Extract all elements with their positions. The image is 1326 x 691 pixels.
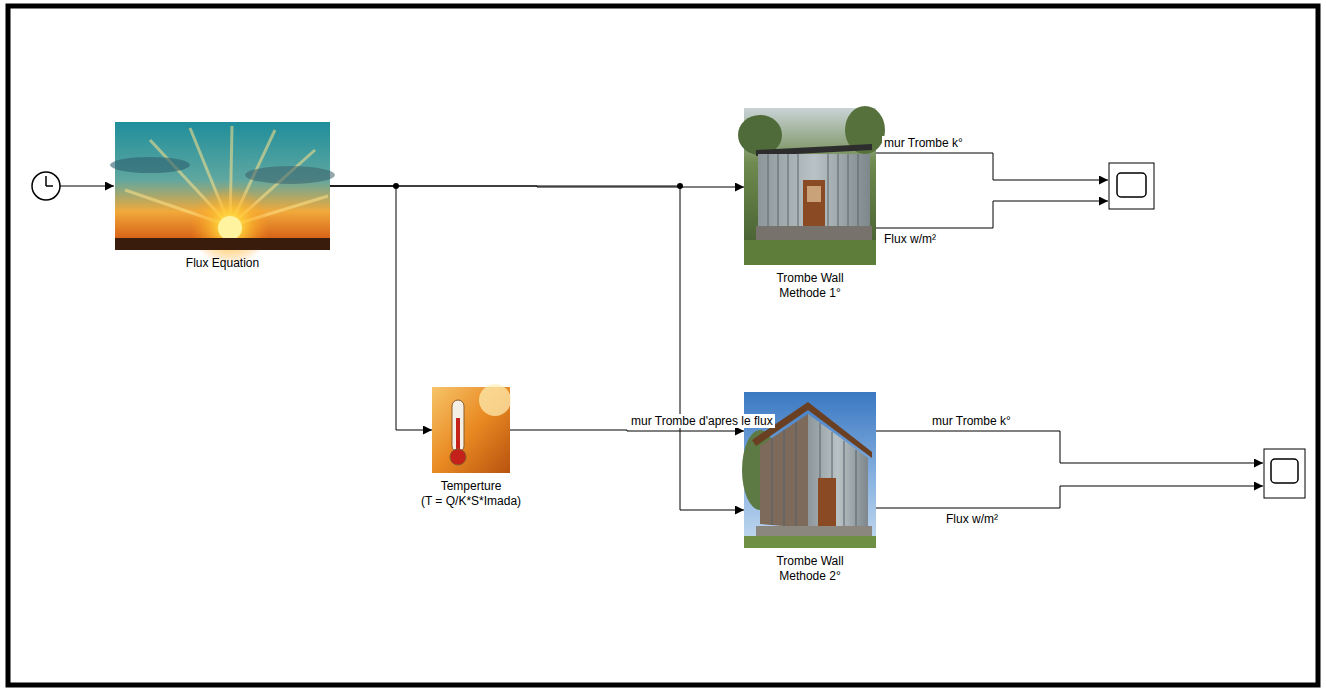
block-label: (T = Q/K*S*Imada) [391,494,551,509]
signal-connector [510,430,744,431]
flux-block: Flux Equation [115,122,330,250]
scope-symbol [1264,449,1305,498]
block-caption: Temperture(T = Q/K*S*Imada) [391,479,551,509]
block-label: Temperture [391,479,551,494]
block-caption: Trombe Wall Methode 1° [765,271,855,301]
sunset-picture [110,122,335,266]
signal-label: Flux w/m² [882,232,938,246]
signal-connector [330,186,744,510]
signal-wire [876,486,1263,508]
signal-wire [876,431,1263,463]
block-label: Trombe Wall Methode 1° [765,271,855,301]
block-caption: Trombe Wall Methode 2° [765,554,855,584]
edge-label: mur Trombe d'apres le flux [629,414,775,428]
signal-label: mur Trombe k° [930,414,1013,428]
block-label: Flux Equation [123,256,323,271]
house-picture [738,106,885,265]
clock-symbol [32,172,60,200]
signal-label: Flux w/m² [944,512,1000,526]
outer-frame [8,6,1318,685]
clock-wire [60,186,114,187]
signal-connector [330,186,432,430]
scope-symbol [1109,163,1154,209]
temperature-block: Temperture(T = Q/K*S*Imada) [432,387,510,473]
thermometer-picture [432,384,511,473]
trombe-wall-block: Trombe Wall Methode 1° [744,108,876,265]
block-label: Trombe Wall Methode 2° [765,554,855,584]
signal-wire [876,201,1108,228]
signal-label: mur Trombe k° [882,136,965,150]
block-caption: Flux Equation [123,256,323,271]
signal-wire [876,153,1108,180]
